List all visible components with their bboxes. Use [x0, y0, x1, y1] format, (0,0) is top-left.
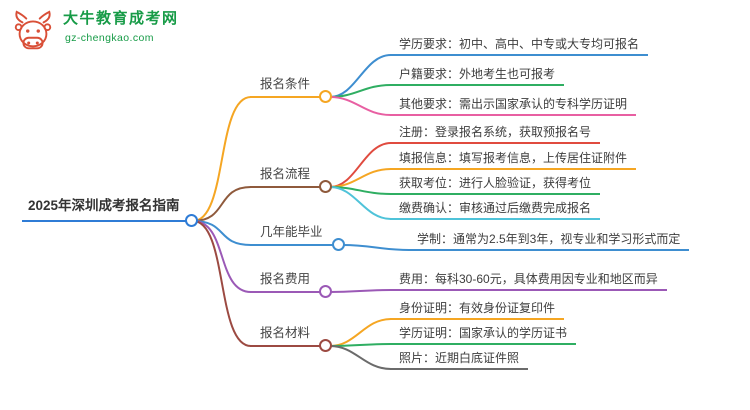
branch-graduation-years: 几年能毕业: [250, 222, 345, 251]
leaf-pay-confirm: 缴费确认：审核通过后缴费完成报名: [390, 198, 601, 220]
leaf-fee-detail: 费用：每科30-60元，具体费用因专业和地区而异: [390, 269, 667, 291]
branch-process: 报名流程: [250, 164, 333, 193]
branch-conditions: 报名条件: [250, 74, 333, 103]
central-topic: 2025年深圳成考报名指南: [22, 195, 198, 227]
logo-text: 大牛教育成考网 gz-chengkao.com: [63, 10, 179, 44]
branch-label: 报名费用: [260, 272, 311, 286]
branch-label: 报名条件: [260, 77, 311, 91]
leaf-register: 注册：登录报名系统，获取预报名号: [390, 122, 601, 144]
branch-materials: 报名材料: [250, 323, 333, 352]
site-logo: 大牛教育成考网 gz-chengkao.com: [10, 10, 179, 54]
site-name: 大牛教育成考网: [63, 10, 179, 27]
node-endpoint-dot: [319, 90, 333, 103]
leaf-study-duration: 学制：通常为2.5年到3年，视专业和学习形式而定: [408, 229, 690, 251]
branch-label: 几年能毕业: [260, 225, 323, 239]
bull-logo-icon: [14, 10, 52, 50]
leaf-fill-info: 填报信息：填写报考信息，上传居住证附件: [390, 148, 637, 170]
branch-label: 报名材料: [260, 326, 311, 340]
site-domain: gz-chengkao.com: [65, 32, 154, 44]
leaf-photo: 照片：近期白底证件照: [390, 348, 529, 370]
leaf-residence-requirement: 户籍要求：外地考生也可报考: [390, 64, 565, 86]
leaf-education-proof: 学历证明：国家承认的学历证书: [390, 323, 577, 345]
node-endpoint-dot: [319, 180, 333, 193]
leaf-other-requirement: 其他要求：需出示国家承认的专科学历证明: [390, 94, 637, 116]
central-endpoint-dot: [184, 214, 198, 227]
central-topic-label: 2025年深圳成考报名指南: [28, 198, 180, 213]
node-endpoint-dot: [319, 339, 333, 352]
node-endpoint-dot: [331, 238, 345, 251]
leaf-get-seat: 获取考位：进行人脸验证，获得考位: [390, 173, 601, 195]
node-endpoint-dot: [319, 285, 333, 298]
leaf-id-proof: 身份证明：有效身份证复印件: [390, 298, 565, 320]
branch-label: 报名流程: [260, 167, 311, 181]
branch-fees: 报名费用: [250, 269, 333, 298]
leaf-education-requirement: 学历要求：初中、高中、中专或大专均可报名: [390, 34, 649, 56]
